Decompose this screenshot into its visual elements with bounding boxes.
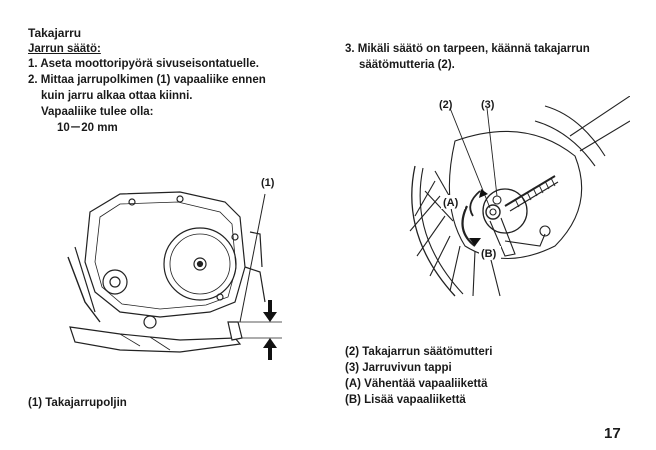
callout-2: (2) <box>439 99 453 111</box>
step-1: 1. Aseta moottoripyörä sivuseisontatuell… <box>28 58 259 70</box>
step-3-line-1: 3. Mikäli säätö on tarpeen, käännä takaj… <box>345 43 590 55</box>
callout-b: (B) <box>481 248 497 260</box>
step-2-value: 10－20 mm <box>57 122 118 134</box>
step-2-line-1: 2. Mittaa jarrupolkimen (1) vapaaliike e… <box>28 74 266 86</box>
legend-item-a: (A) Vähentää vapaaliikettä <box>345 378 488 390</box>
callout-1: (1) <box>261 177 275 189</box>
legend-item-b: (B) Lisää vapaaliikettä <box>345 394 466 406</box>
left-figure-caption: (1) Takajarrupoljin <box>28 397 127 409</box>
step-2-line-2: kuin jarru alkaa ottaa kiinni. <box>41 90 193 102</box>
legend-item-2: (2) Takajarrun säätömutteri <box>345 346 493 358</box>
brake-adjuster-illustration: (2) (3) (A) (B) <box>409 96 630 297</box>
page-number: 17 <box>604 425 621 442</box>
callout-3: (3) <box>481 99 495 111</box>
section-subtitle: Jarrun säätö: <box>28 43 101 55</box>
legend-item-3: (3) Jarruvivun tappi <box>345 362 452 374</box>
step-2-line-3: Vapaaliike tulee olla: <box>41 106 154 118</box>
section-title: Takajarru <box>28 26 82 40</box>
callout-a: (A) <box>443 197 459 209</box>
step-3-line-2: säätömutteria (2). <box>359 59 455 71</box>
brake-pedal-illustration: (1) <box>67 177 282 360</box>
